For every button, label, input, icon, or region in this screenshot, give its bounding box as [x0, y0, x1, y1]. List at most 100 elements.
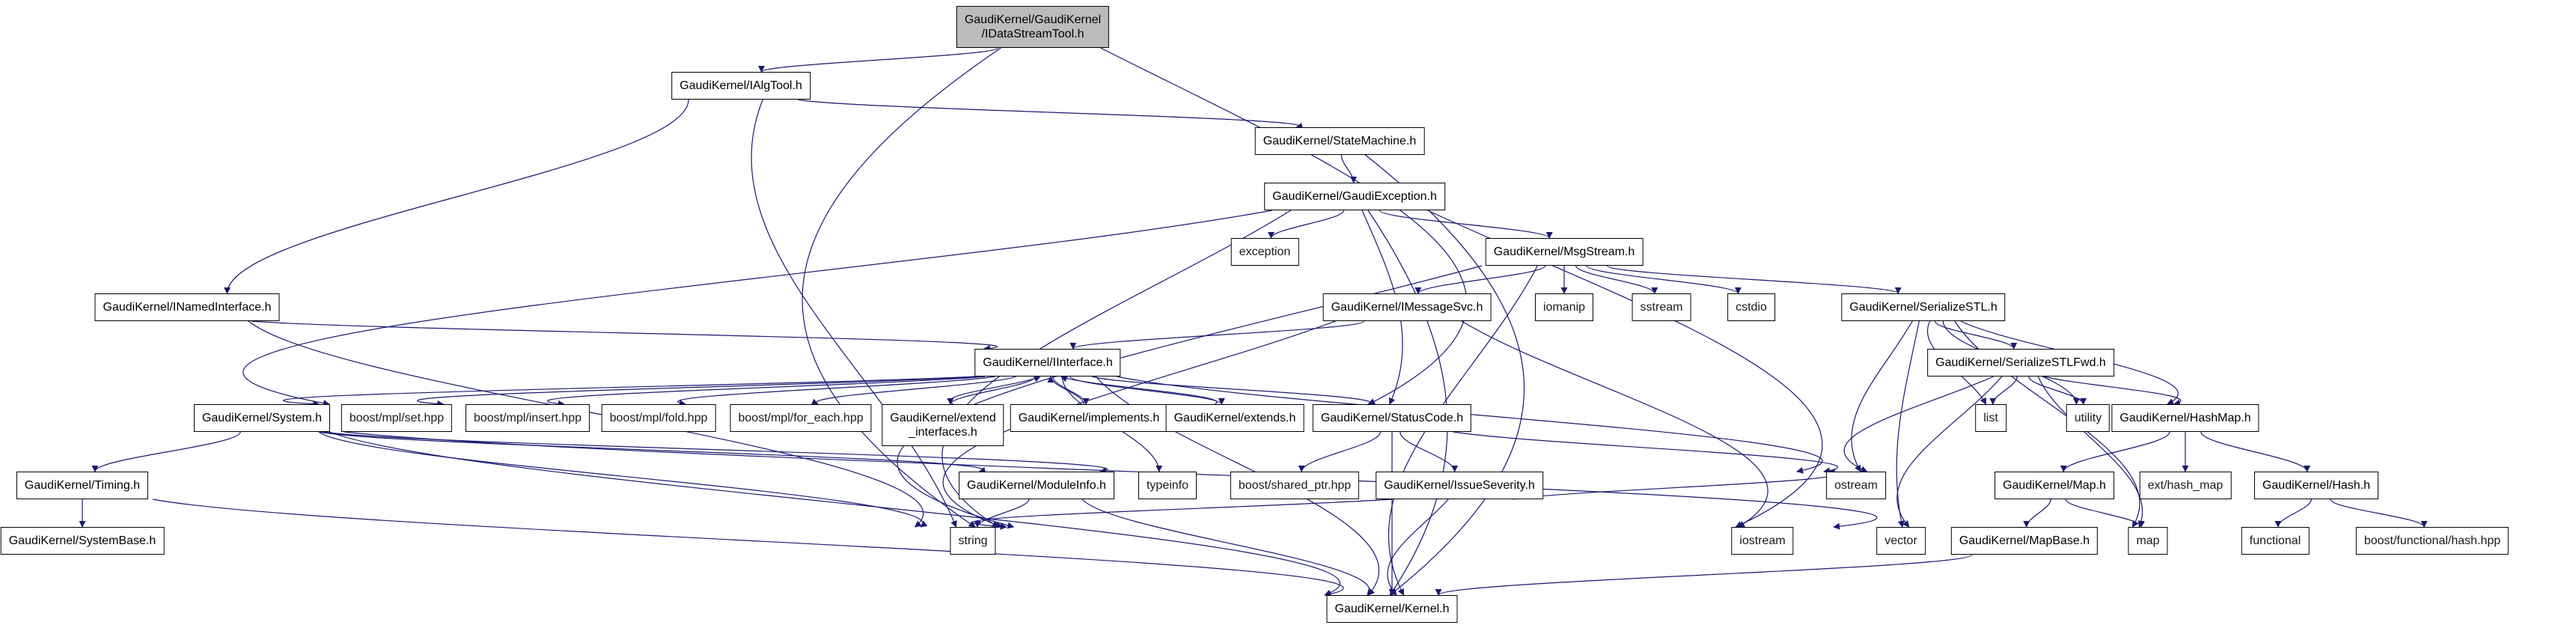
- node-idatastreamtool[interactable]: GaudiKernel/GaudiKernel /IDataStreamTool…: [956, 6, 1110, 48]
- node-label: GaudiKernel/extends.h: [1173, 412, 1296, 424]
- node-label: boost/shared_ptr.hpp: [1238, 479, 1352, 492]
- node-serializestl[interactable]: GaudiKernel/SerializeSTL.h: [1841, 293, 2006, 321]
- node-vector: vector: [1876, 527, 1926, 555]
- node-system[interactable]: GaudiKernel/System.h: [193, 404, 331, 432]
- node-systembase[interactable]: GaudiKernel/SystemBase.h: [0, 527, 165, 555]
- node-issueseverity[interactable]: GaudiKernel/IssueSeverity.h: [1376, 472, 1543, 499]
- include-edge-serializestlfwd-to-hashmap: [2044, 376, 2182, 406]
- node-label: GaudiKernel/GaudiException.h: [1272, 190, 1437, 203]
- node-moduleinfo[interactable]: GaudiKernel/ModuleInfo.h: [959, 472, 1114, 499]
- node-sstream: sstream: [1632, 293, 1691, 321]
- include-edge-ialgtool-to-string: [751, 99, 957, 528]
- node-label: boost/mpl/for_each.hpp: [738, 412, 864, 424]
- node-label: GaudiKernel/Kernel.h: [1334, 603, 1450, 615]
- node-imessagesvc[interactable]: GaudiKernel/IMessageSvc.h: [1322, 293, 1492, 321]
- node-ostream: ostream: [1826, 472, 1886, 499]
- include-edge-gaudiexception-to-system: [242, 210, 1273, 406]
- node-label: typeinfo: [1146, 479, 1189, 492]
- node-gaudiexception[interactable]: GaudiKernel/GaudiException.h: [1264, 183, 1445, 210]
- node-implements[interactable]: GaudiKernel/implements.h: [1010, 404, 1168, 432]
- node-hashmap[interactable]: GaudiKernel/HashMap.h: [2111, 404, 2259, 432]
- node-map: map: [2128, 527, 2168, 555]
- include-edge-statuscode-to-sharedptr: [1298, 431, 1381, 472]
- include-edge-serializestl-to-vector: [1896, 320, 1920, 528]
- include-edge-statemachine-to-kernel: [1365, 154, 1525, 596]
- node-hashh[interactable]: GaudiKernel/Hash.h: [2253, 472, 2379, 499]
- node-label: GaudiKernel/HashMap.h: [2119, 412, 2251, 424]
- node-typeinfo: typeinfo: [1138, 472, 1197, 499]
- include-edge-system-to-kernel: [329, 431, 1341, 597]
- node-label: string: [958, 534, 988, 547]
- node-functional: functional: [2241, 527, 2310, 555]
- node-list: list: [1975, 404, 2006, 432]
- node-string: string: [950, 527, 996, 555]
- node-extends[interactable]: GaudiKernel/extends.h: [1165, 404, 1304, 432]
- node-exception: exception: [1230, 238, 1299, 266]
- include-edge-system-to-typeinfo: [323, 431, 1108, 475]
- include-edge-issueseverity-to-string: [971, 499, 1393, 530]
- node-label: vector: [1884, 534, 1917, 547]
- node-mplinsert: boost/mpl/insert.hpp: [465, 404, 590, 432]
- node-iostream: iostream: [1731, 527, 1794, 555]
- include-edge-msgstream-to-serializestl: [1607, 265, 1902, 294]
- node-iomanip: iomanip: [1534, 293, 1594, 321]
- node-label: GaudiKernel/Map.h: [2003, 479, 2106, 492]
- node-mapbase[interactable]: GaudiKernel/MapBase.h: [1950, 527, 2099, 555]
- include-edge-implements-to-iinterface: [1047, 376, 1084, 405]
- include-edge-iinterface-to-mplinsert: [547, 376, 986, 407]
- include-edge-imessagesvc-to-iinterface: [1069, 320, 1364, 350]
- include-edge-issueseverity-to-kernel: [1387, 499, 1449, 596]
- node-mplforeach: boost/mpl/for_each.hpp: [730, 404, 872, 432]
- node-timing[interactable]: GaudiKernel/Timing.h: [16, 472, 149, 499]
- include-edge-serializestlfwd-to-utility: [2028, 376, 2087, 405]
- node-label: GaudiKernel/ModuleInfo.h: [967, 479, 1106, 492]
- include-edge-idatastreamtool-to-statuscode: [1100, 47, 1468, 405]
- node-label: functional: [2249, 534, 2301, 547]
- node-statuscode[interactable]: GaudiKernel/StatusCode.h: [1312, 404, 1472, 432]
- include-edge-ialgtool-to-inamedinterface: [224, 99, 689, 294]
- node-label: boost/mpl/insert.hpp: [473, 412, 582, 424]
- node-maph[interactable]: GaudiKernel/Map.h: [1994, 472, 2114, 499]
- include-edge-gaudiexception-to-msgstream: [1379, 210, 1553, 239]
- node-label: GaudiKernel/StateMachine.h: [1263, 135, 1417, 147]
- include-edge-gaudiexception-to-exception: [1268, 210, 1345, 239]
- include-edge-inamedinterface-to-iinterface: [251, 320, 998, 352]
- node-kernel[interactable]: GaudiKernel/Kernel.h: [1326, 595, 1458, 623]
- include-edge-extends-to-iinterface: [1060, 376, 1218, 405]
- include-edge-serializestl-to-serializestlfwd: [1935, 320, 2018, 350]
- node-label: GaudiKernel/IMessageSvc.h: [1331, 301, 1483, 314]
- node-label: GaudiKernel/MapBase.h: [1959, 534, 2090, 547]
- node-label: ext/hash_map: [2147, 479, 2224, 492]
- node-mplset: boost/mpl/set.hpp: [341, 404, 453, 432]
- node-inamedinterface[interactable]: GaudiKernel/INamedInterface.h: [94, 293, 280, 321]
- include-edge-msgstream-to-sstream: [1575, 265, 1658, 294]
- node-label: exception: [1239, 246, 1291, 258]
- node-cstdio: cstdio: [1727, 293, 1775, 321]
- include-edge-serializestlfwd-to-list: [1989, 376, 2018, 405]
- node-label: GaudiKernel/implements.h: [1018, 412, 1160, 424]
- node-label: boost/mpl/fold.hpp: [609, 412, 708, 424]
- node-label: boost/mpl/set.hpp: [349, 412, 445, 424]
- node-boosthash: boost/functional/hash.hpp: [2355, 527, 2509, 555]
- node-ialgtool[interactable]: GaudiKernel/IAlgTool.h: [671, 72, 811, 100]
- include-edge-system-to-moduleinfo: [320, 431, 986, 474]
- node-label: sstream: [1640, 301, 1683, 314]
- node-label: cstdio: [1736, 301, 1767, 314]
- node-iinterface[interactable]: GaudiKernel/IInterface.h: [974, 349, 1121, 377]
- node-exthashmap: ext/hash_map: [2139, 472, 2232, 499]
- node-label: GaudiKernel/SystemBase.h: [8, 534, 156, 547]
- node-utility: utility: [2066, 404, 2110, 432]
- node-label: GaudiKernel/IAlgTool.h: [680, 79, 802, 92]
- node-label: iostream: [1739, 534, 1786, 547]
- node-label: GaudiKernel/SerializeSTLFwd.h: [1935, 356, 2106, 369]
- node-label: GaudiKernel/System.h: [201, 412, 323, 424]
- node-serializestlfwd[interactable]: GaudiKernel/SerializeSTLFwd.h: [1927, 349, 2114, 377]
- node-extendinterfaces[interactable]: GaudiKernel/extend _interfaces.h: [882, 404, 1004, 446]
- node-statemachine[interactable]: GaudiKernel/StateMachine.h: [1254, 127, 1425, 155]
- include-edge-serializestlfwd-to-map: [2037, 376, 2145, 528]
- node-label: iomanip: [1542, 301, 1586, 314]
- node-label: GaudiKernel/IssueSeverity.h: [1384, 479, 1535, 492]
- node-msgstream[interactable]: GaudiKernel/MsgStream.h: [1485, 238, 1643, 266]
- node-label: utility: [2074, 412, 2102, 424]
